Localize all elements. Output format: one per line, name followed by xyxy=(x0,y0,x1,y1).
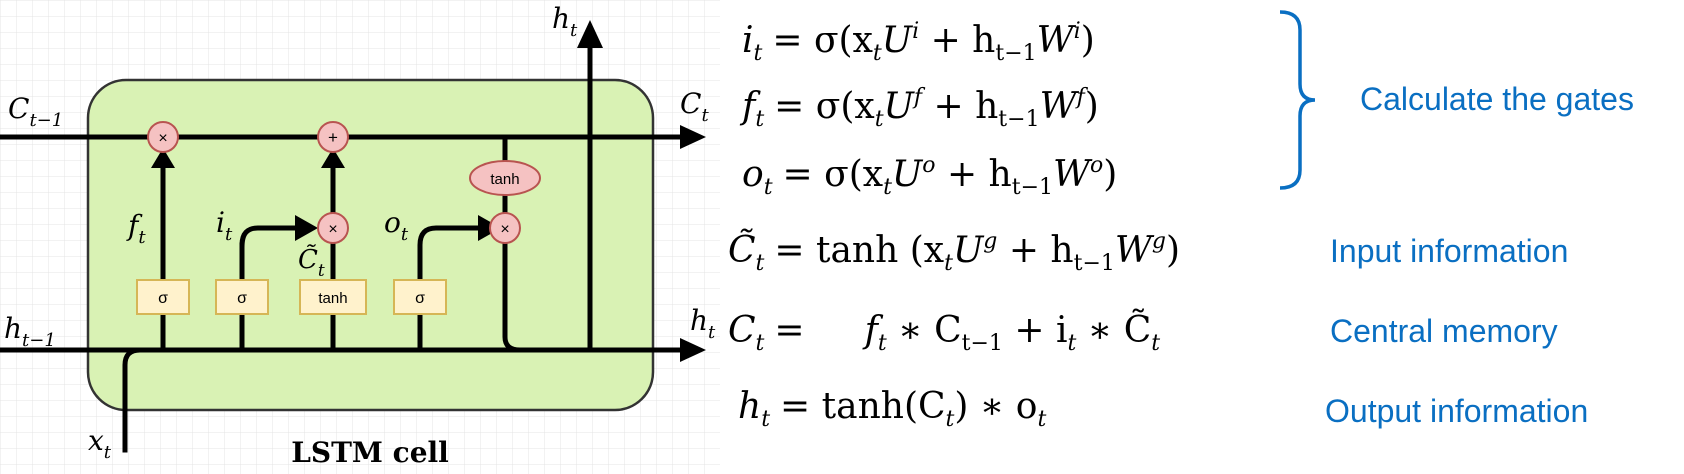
op-label: × xyxy=(328,221,337,238)
op-forget-mult: × xyxy=(147,121,179,153)
op-label: × xyxy=(500,221,509,238)
box-input-sigma: σ xyxy=(237,290,247,307)
label-h-prev: ht−1 xyxy=(4,312,56,351)
box-candidate-tanh: tanh xyxy=(318,290,347,307)
box-forget-sigma: σ xyxy=(158,290,168,307)
equation-forget-gate: ft= σ(xtUf + ht−1Wf) xyxy=(739,85,1099,132)
gate-boxes: σ σ tanh σ xyxy=(136,279,447,315)
equation-input-gate: it= σ(xtUi + ht−1Wi) xyxy=(742,19,1095,66)
equations: it= σ(xtUi + ht−1Wi) ft= σ(xtUf + ht−1Wf… xyxy=(728,19,1180,432)
equation-candidate: C̃t= tanh (xtUg + ht−1Wg) xyxy=(728,229,1180,276)
op-label: tanh xyxy=(490,171,519,188)
op-label: × xyxy=(158,130,167,147)
op-output-mult: × xyxy=(489,212,521,244)
op-tanh-cell: tanh xyxy=(469,160,541,196)
label-h-out-right: ht xyxy=(690,304,716,343)
equation-hidden-state: ht= tanh(Ct) ∗ ot xyxy=(738,386,1046,432)
annotation-memory: Central memory xyxy=(1330,313,1558,349)
equation-output-gate: ot= σ(xtUo + ht−1Wo) xyxy=(742,153,1117,200)
box-output-sigma: σ xyxy=(415,290,425,307)
annotation-output: Output information xyxy=(1325,393,1588,429)
diagram-labels: Ct−1 Ct ht−1 ht ht xt ft it C̃t ot xyxy=(4,2,716,463)
diagram-title: LSTM cell xyxy=(291,436,449,469)
label-x-in: xt xyxy=(88,424,112,463)
label-c-prev: Ct−1 xyxy=(8,92,63,131)
label-c-next: Ct xyxy=(680,87,709,126)
label-h-out-top: ht xyxy=(552,2,578,41)
annotation-gates: Calculate the gates xyxy=(1360,81,1634,117)
label-i-gate: it xyxy=(216,206,233,245)
annotation-input: Input information xyxy=(1330,233,1568,269)
label-o-gate: ot xyxy=(384,206,409,245)
equation-cell-state: Ct=ft ∗ Ct−1 + it ∗ C̃t xyxy=(728,309,1160,356)
label-c-tilde: C̃t xyxy=(298,244,325,281)
op-label: + xyxy=(328,128,338,147)
op-input-mult: × xyxy=(317,212,349,244)
gates-brace xyxy=(1279,10,1316,190)
op-cell-add: + xyxy=(317,121,349,153)
